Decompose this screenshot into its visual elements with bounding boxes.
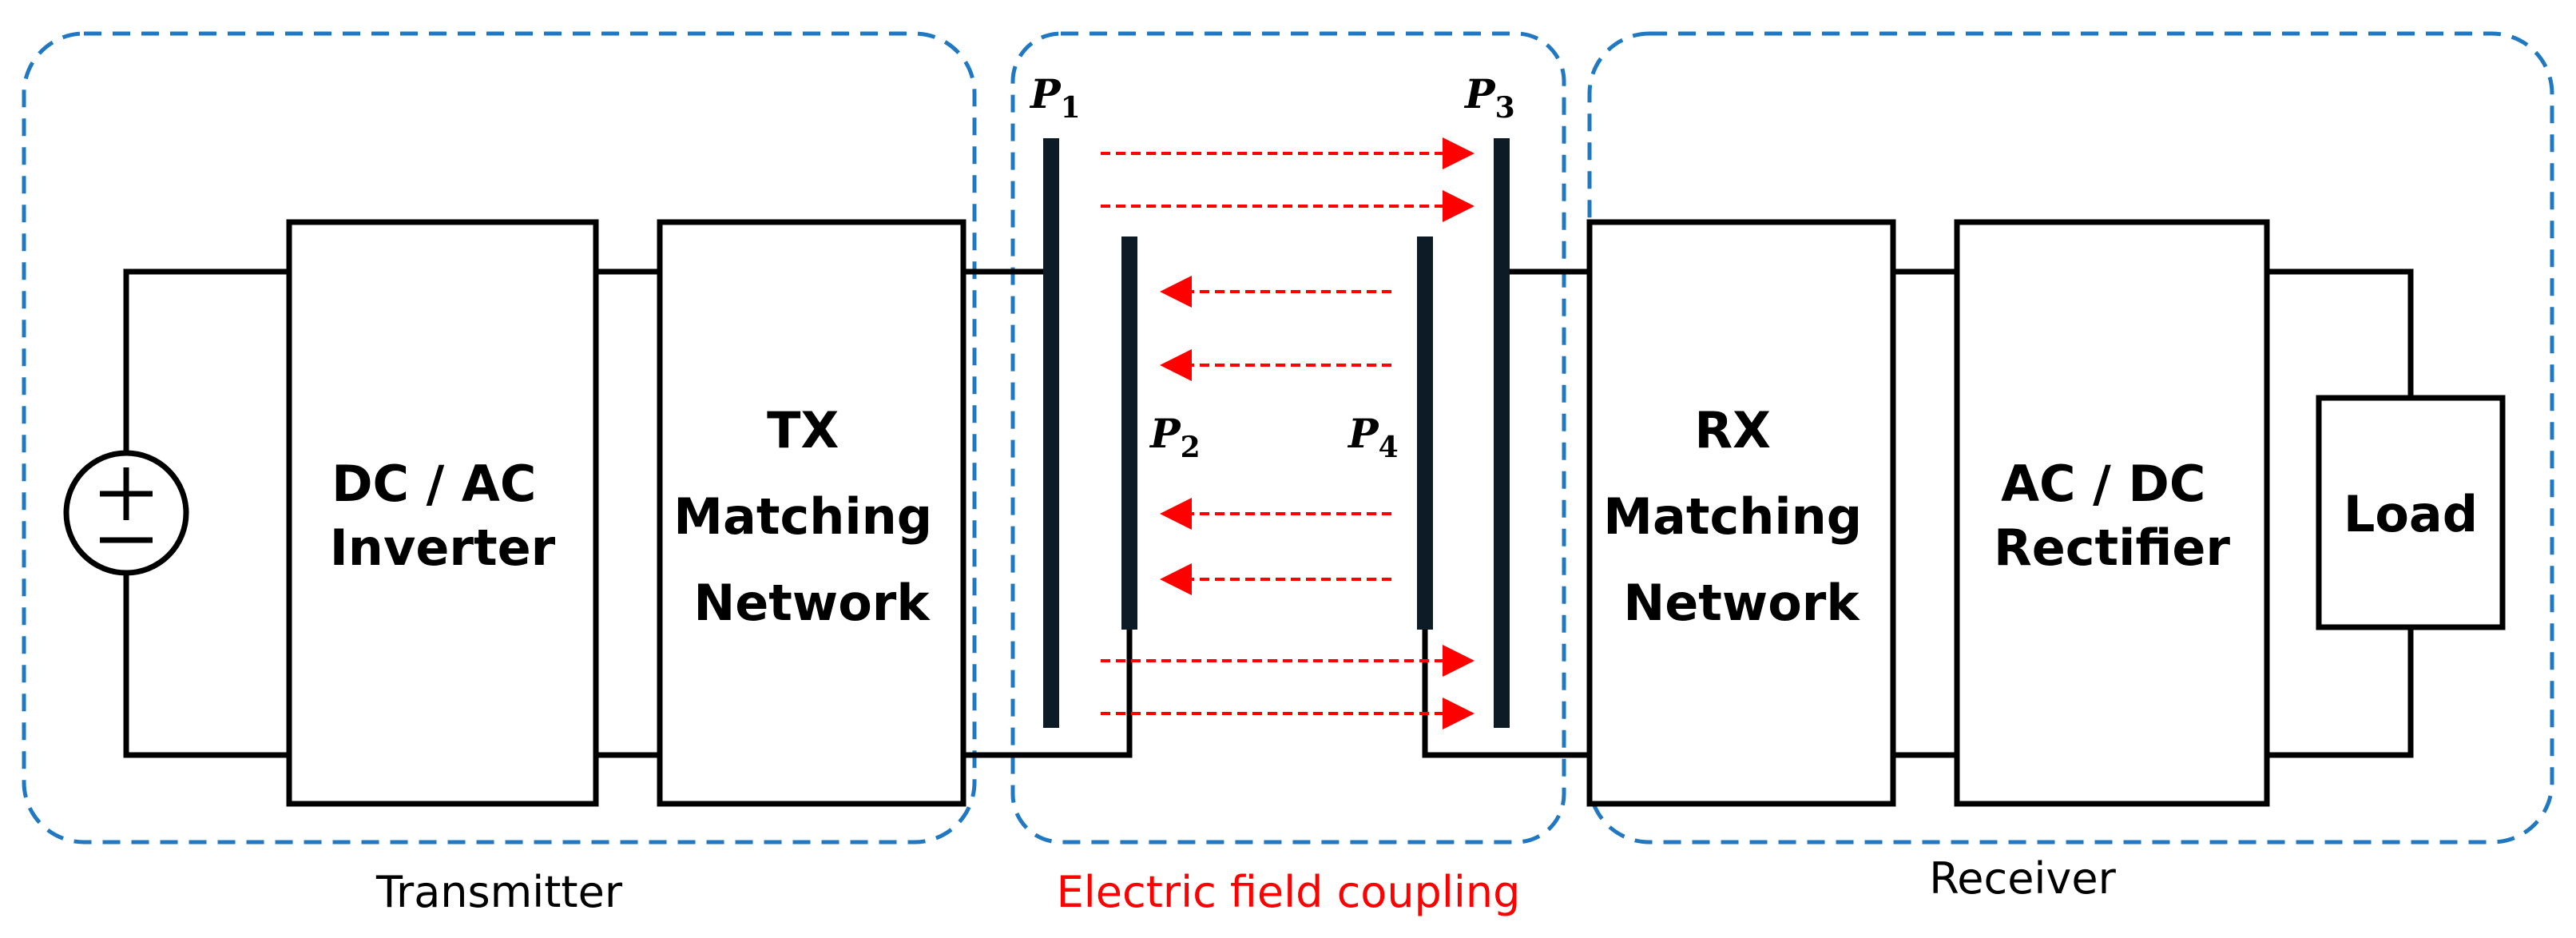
transmitter-group-border — [22, 31, 977, 845]
load-block: Load — [2316, 395, 2506, 630]
rx-matching-label-line1: RX — [1694, 401, 1771, 459]
tx-matching-label-line2: Matching — [673, 487, 932, 546]
svg-text:AC / DC Rectifier: AC / DC Rectifier — [1994, 455, 2230, 577]
transmitter-label: Transmitter — [375, 867, 623, 917]
load-label: Load — [2344, 485, 2478, 543]
rectifier-label-line1: AC / DC — [2001, 455, 2205, 513]
dc-ac-inverter-block: DC / AC Inverter — [286, 219, 599, 807]
plate-p2 — [1121, 236, 1137, 630]
field-arrows — [1101, 137, 1475, 729]
rx-matching-network-block: RX Matching Network — [1586, 219, 1896, 807]
ac-dc-rectifier-block: AC / DC Rectifier — [1954, 219, 2270, 807]
plate-p1 — [1043, 138, 1059, 728]
rectifier-label-line2: Rectifier — [1994, 519, 2230, 577]
svg-text:DC / AC Inverter: DC / AC Inverter — [330, 455, 556, 577]
rx-matching-label-line2: Matching — [1603, 487, 1862, 546]
tx-matching-network-block: TX Matching Network — [657, 219, 966, 807]
tx-matching-label-line1: TX — [767, 401, 839, 459]
svg-text:RX Matching Networ: RX Matching Network — [1603, 401, 1879, 632]
plate-p3 — [1494, 138, 1510, 728]
plate-p3-label: P3 — [1463, 70, 1515, 125]
plate-p2-label: P2 — [1149, 410, 1201, 464]
inverter-label-line1: DC / AC — [331, 455, 536, 513]
coupling-label: Electric field coupling — [1057, 867, 1521, 917]
receiver-label: Receiver — [1929, 853, 2116, 904]
inverter-label-line2: Inverter — [330, 519, 556, 577]
tx-matching-label-line3: Network — [693, 574, 931, 632]
plate-p4 — [1417, 236, 1433, 630]
plate-p1-label: P1 — [1029, 70, 1081, 125]
svg-text:TX Matching Networ: TX Matching Network — [673, 401, 949, 632]
dc-voltage-source-icon — [63, 450, 189, 576]
rx-matching-label-line3: Network — [1623, 574, 1860, 632]
plate-p4-label: P4 — [1347, 410, 1399, 464]
